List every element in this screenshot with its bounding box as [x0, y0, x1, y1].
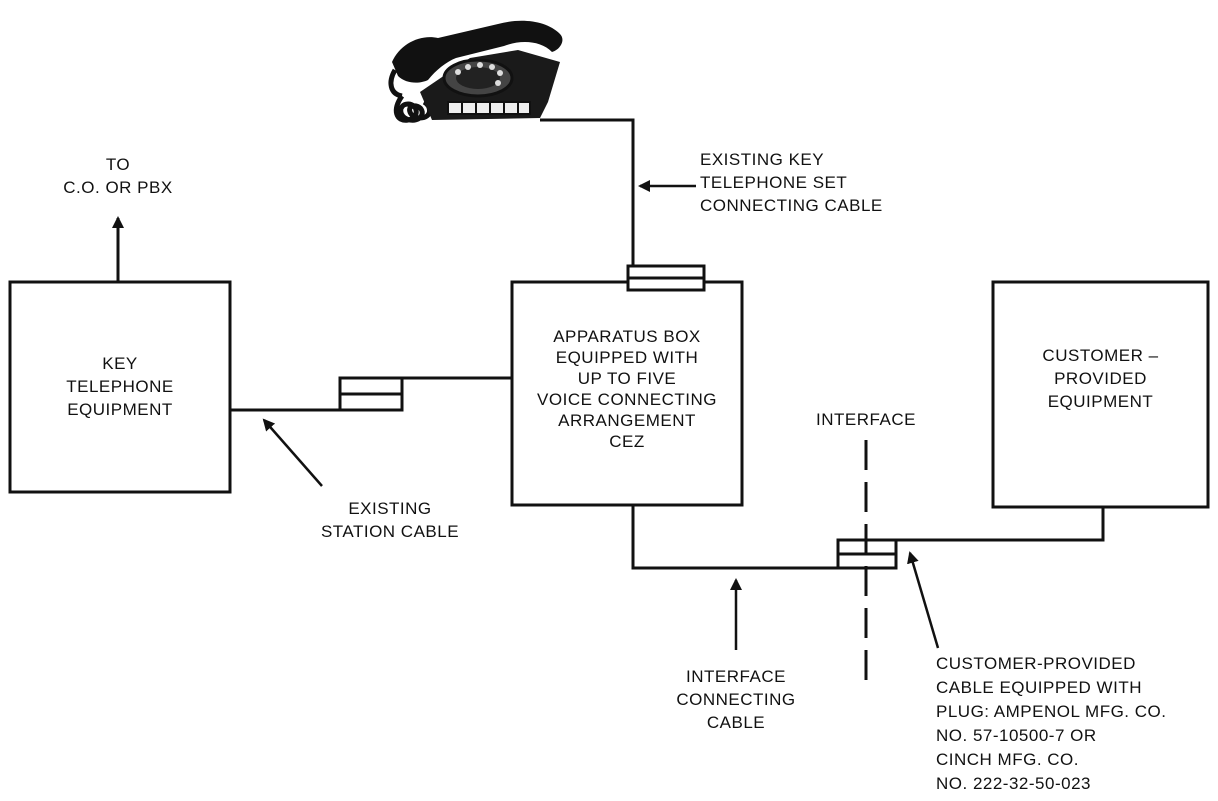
station-cable-pointer-arrow — [264, 420, 322, 486]
key-telephone-set-cable — [540, 120, 633, 282]
station-cable-connector — [340, 378, 402, 410]
top-connector-plug — [628, 266, 704, 290]
telephone-icon — [391, 21, 562, 120]
customer-cable-pointer-arrow — [910, 553, 938, 648]
interface-connecting-cable — [633, 505, 838, 568]
interface-label: INTERFACE — [786, 408, 946, 431]
customer-provided-cable — [896, 507, 1103, 540]
